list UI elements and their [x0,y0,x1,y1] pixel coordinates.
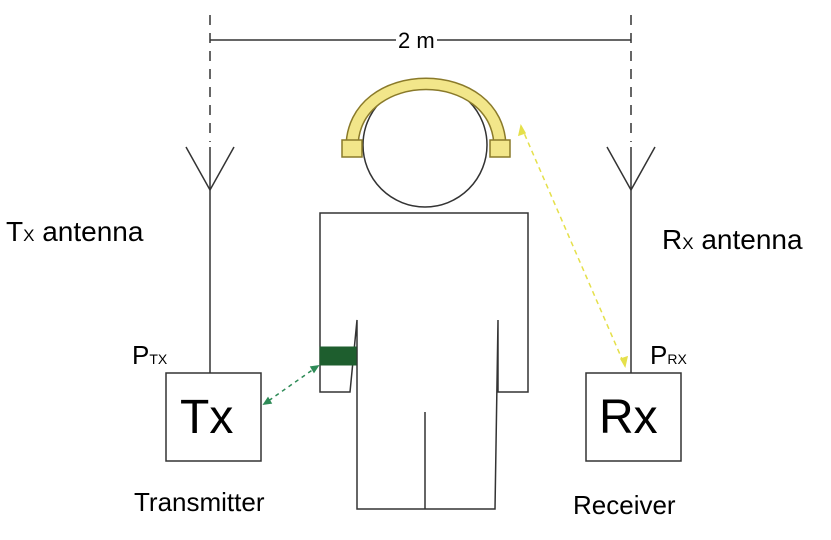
tx-power-sub: TX [149,351,168,367]
rx-antenna-label: RX antenna [662,226,803,254]
tx-power-label: PTX [132,342,167,368]
tx-antenna-main: T [6,216,24,247]
rx-power-label: PRX [650,342,687,368]
receiver-box [585,372,682,462]
rx-power-sub: RX [667,351,687,367]
tx-antenna [185,146,235,373]
transmitter-box [165,372,262,462]
person-body [319,212,529,510]
receiver-box-label: Rx [599,391,658,444]
rx-antenna-word: antenna [701,224,803,255]
transmitter-box-label: Tx [180,391,234,444]
tx-antenna-word: antenna [42,216,144,247]
headphone-rx-link [517,123,629,369]
headphones [341,77,511,158]
distance-label: 2 m [396,28,437,53]
rx-antenna-main: R [662,224,683,255]
person-figure [319,82,529,510]
left-ear-cup [341,139,363,158]
rx-antenna [606,146,656,373]
right-ear-cup [489,139,511,158]
transmitter-caption: Transmitter [134,487,265,517]
receiver-caption: Receiver [573,490,676,520]
rx-power-main: P [650,340,668,370]
rx-antenna-sub: X [682,234,694,253]
wrist-band [319,346,357,366]
tx-power-main: P [132,340,150,370]
wrist-tx-link [262,365,320,405]
tx-antenna-label: TX antenna [6,218,143,246]
tx-antenna-sub: X [23,226,35,245]
